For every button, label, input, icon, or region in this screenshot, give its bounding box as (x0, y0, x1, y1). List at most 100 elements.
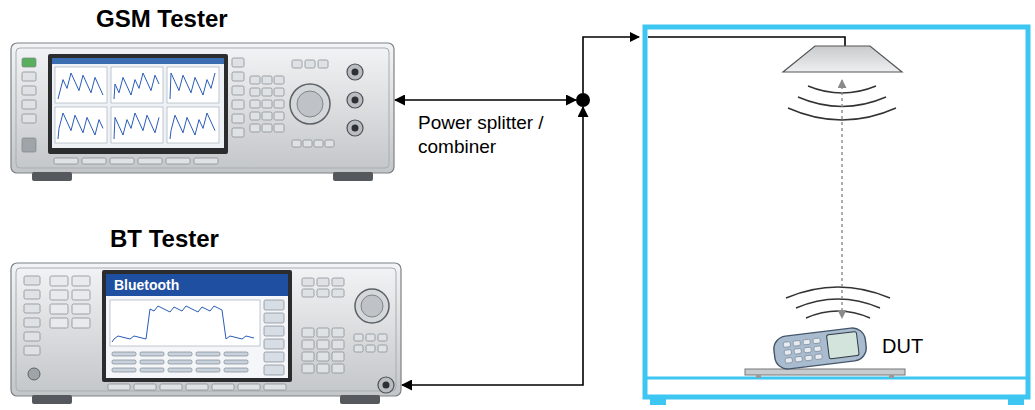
instrument-button (264, 313, 284, 323)
rf-cable (648, 37, 845, 46)
dut-picture (770, 326, 870, 370)
instrument-button (168, 352, 192, 356)
instrument-button (317, 278, 329, 286)
instrument-button (196, 360, 220, 364)
screen-trace (114, 113, 159, 139)
instrument-button (50, 318, 68, 328)
bt-picture (10, 262, 402, 405)
rf-port-center (383, 382, 390, 389)
rf-port (347, 92, 363, 108)
chamber-floor (647, 377, 1026, 380)
instrument-button (264, 384, 286, 390)
instrument-button (224, 368, 248, 372)
instrument-button (108, 384, 130, 390)
instrument-button (72, 290, 90, 300)
instrument-button (250, 100, 260, 108)
instrument-button (112, 352, 136, 356)
instrument-button (378, 345, 387, 352)
rf-cable (583, 37, 639, 93)
instrument-button (305, 60, 315, 68)
instrument-button (22, 72, 36, 81)
instrument-button (196, 368, 220, 372)
rotary-knob-center (361, 295, 383, 317)
instrument-button (302, 289, 314, 297)
instrument-button (22, 58, 36, 67)
instrument-button (274, 112, 284, 120)
instrument-button (302, 278, 314, 286)
instrument-title: BT Tester (110, 224, 219, 254)
propagation-path (841, 80, 842, 318)
instrument-button (24, 318, 40, 327)
instrument-button (212, 384, 234, 390)
instrument-button (72, 276, 90, 286)
phone-key (795, 356, 803, 362)
shield-chamber (645, 27, 1028, 397)
instrument-button (140, 360, 164, 364)
rf-cable (395, 99, 576, 101)
instrument-button (302, 328, 314, 337)
instrument-button (24, 346, 40, 355)
screen-panel (55, 107, 107, 143)
instrument-button (224, 360, 248, 364)
instrument-button (264, 365, 284, 375)
instrument-button (112, 368, 136, 372)
screen-trace (58, 113, 103, 139)
instrument-button (238, 384, 260, 390)
instrument-frame (16, 48, 389, 168)
instrument-button (378, 334, 387, 341)
screen-bezel (102, 270, 292, 382)
instrument-button (232, 114, 244, 123)
screen-trace (114, 73, 159, 99)
rf-port-center (352, 125, 359, 132)
instrument-node: GSM Tester (10, 42, 395, 182)
instrument-node: DUT (770, 326, 870, 370)
rotary-knob-center (297, 91, 323, 117)
splitter-junction: Power splitter / combiner (576, 93, 590, 107)
rotary-knob (355, 289, 389, 323)
instrument-button (50, 304, 68, 314)
instrument-button (140, 352, 164, 356)
instrument-button (332, 352, 344, 361)
instrument-button (332, 340, 344, 349)
instrument-button (262, 100, 272, 108)
instrument-button (50, 276, 68, 286)
rf-cable (402, 107, 583, 385)
instrument-button (250, 112, 260, 120)
screen-trace (112, 306, 254, 342)
instrument-button (140, 368, 164, 372)
instrument-button (292, 60, 302, 68)
screen-title-bar (52, 58, 224, 64)
screen-bezel (48, 54, 228, 154)
radio-wave (786, 287, 890, 298)
rf-port (347, 120, 363, 136)
table-leg (889, 375, 894, 378)
phone-key (803, 339, 811, 345)
rf-port-center (352, 97, 359, 104)
phone-key (805, 355, 813, 361)
radio-wave (806, 311, 870, 318)
screen-trace (170, 73, 215, 99)
instrument-foot (32, 395, 72, 404)
instrument-button (303, 140, 312, 147)
phone-key (785, 357, 793, 363)
instrument-button (354, 334, 363, 341)
instrument-button (366, 334, 375, 341)
instrument-button (250, 88, 260, 96)
phone-key (815, 354, 823, 360)
node-label: Power splitter / combiner (418, 111, 568, 159)
instrument-button (134, 384, 156, 390)
instrument-button (168, 360, 192, 364)
instrument-button (166, 158, 190, 164)
screen-panel (55, 67, 107, 103)
rf-port (378, 377, 394, 393)
instrument-button (317, 352, 329, 361)
instrument-button (22, 86, 36, 95)
instrument-button (72, 304, 90, 314)
screen-panel (111, 67, 163, 103)
screen-label: Bluetooth (114, 276, 179, 294)
instrument-button (332, 328, 344, 337)
instrument-button (232, 128, 244, 137)
instrument-node: BT TesterBluetooth (10, 262, 402, 405)
screen-trace (58, 73, 103, 99)
